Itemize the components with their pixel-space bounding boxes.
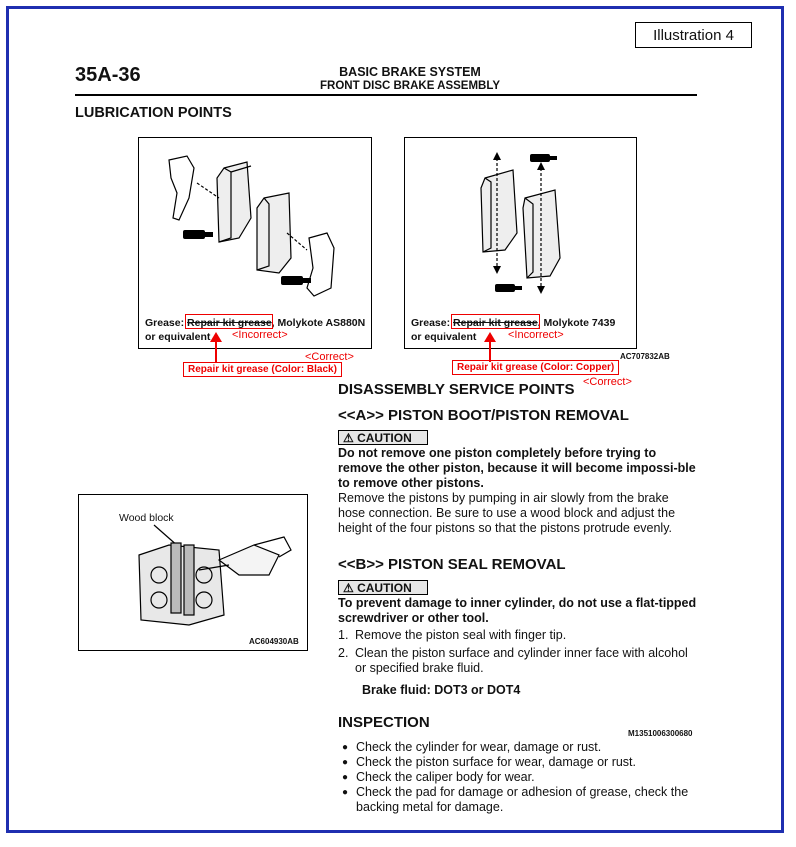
step-1-number: 1. (338, 628, 349, 642)
inspection-title: INSPECTION (338, 714, 430, 731)
grease-highlight-right (451, 314, 540, 329)
inspection-item: ● Check the caliper body for wear. (342, 770, 702, 785)
figure-code-right: AC707832AB (620, 352, 670, 361)
page-number: 35A-36 (75, 64, 141, 86)
grease-equivalent-left: or equivalent (145, 331, 211, 343)
incorrect-label-left: <Incorrect> (232, 329, 288, 341)
grease-highlight-left (185, 314, 273, 329)
repair-kit-label-right: Repair kit grease (Color: Copper) (452, 360, 620, 375)
grease-rest-right: , Molykote 7439 (537, 317, 616, 329)
caution-badge-a: ⚠ CAUTION (338, 430, 428, 445)
warning-triangle-icon: ⚠ (343, 431, 358, 445)
bullet-icon: ● (342, 742, 349, 753)
grease-equivalent-right: or equivalent (411, 331, 477, 343)
brake-pad-drawing-left (168, 155, 335, 297)
step-1: 1. Remove the piston seal with finger ti… (338, 628, 698, 643)
bullet-icon: ● (342, 772, 349, 783)
section-a-body: Remove the pistons by pumping in air slo… (338, 491, 676, 535)
step-2-number: 2. (338, 646, 349, 660)
caliper-drawing (138, 524, 292, 626)
repair-kit-label-left: Repair kit grease (Color: Black) (183, 362, 342, 377)
correct-label-left: <Correct> (305, 351, 354, 363)
lubrication-title: LUBRICATION POINTS (75, 105, 232, 121)
caution-label-b: CAUTION (357, 581, 412, 595)
inspection-code: M1351006300680 (628, 729, 693, 738)
lubrication-figure-left: Grease: Repair kit grease, Molykote AS88… (138, 137, 372, 349)
section-a-warning: Do not remove one piston completely befo… (338, 446, 696, 490)
grease-struck-right: Repair kit grease (453, 317, 538, 329)
wood-block-figure: Wood block AC604930AB (78, 494, 308, 651)
caution-badge-b: ⚠ CAUTION (338, 580, 428, 595)
figure-code-bottom: AC604930AB (249, 637, 299, 646)
arrow-up-left (210, 332, 222, 362)
grease-prefix-right: Grease: (411, 317, 454, 329)
inspection-item-text: Check the caliper body for wear. (356, 770, 535, 784)
section-a-title: <<A>> PISTON BOOT/PISTON REMOVAL (338, 407, 629, 424)
incorrect-label-right: <Incorrect> (508, 329, 564, 341)
header-title: BASIC BRAKE SYSTEM (339, 65, 481, 79)
step-1-text: Remove the piston seal with finger tip. (355, 628, 567, 642)
correct-label-right: <Correct> (583, 376, 632, 388)
wood-block-label: Wood block (119, 512, 174, 524)
inspection-item: ● Check the pad for damage or adhesion of… (342, 785, 702, 815)
inspection-item: ● Check the piston surface for wear, dama… (342, 755, 702, 770)
inspection-item-text: Check the piston surface for wear, damag… (356, 755, 636, 769)
bullet-icon: ● (342, 787, 349, 798)
arrow-up-right (484, 332, 496, 362)
brake-fluid-spec: Brake fluid: DOT3 or DOT4 (362, 683, 521, 697)
grease-struck-left: Repair kit grease (187, 317, 272, 329)
bullet-icon: ● (342, 757, 349, 768)
grease-rest-left: , Molykote AS880N (271, 317, 366, 329)
disassembly-title: DISASSEMBLY SERVICE POINTS (338, 381, 575, 398)
section-b-warning: To prevent damage to inner cylinder, do … (338, 596, 697, 625)
warning-triangle-icon: ⚠ (343, 581, 358, 595)
inspection-item-text: Check the pad for damage or adhesion of … (356, 785, 689, 814)
caution-label-a: CAUTION (357, 431, 412, 445)
header-rule (75, 94, 697, 96)
brake-pad-drawing-right (480, 152, 561, 294)
page-frame (6, 6, 784, 833)
inspection-item: ● Check the cylinder for wear, damage or … (342, 740, 702, 755)
illustration-label: Illustration 4 (635, 22, 752, 48)
grease-prefix-left: Grease: (145, 317, 188, 329)
step-2-text: Clean the piston surface and cylinder in… (355, 646, 688, 675)
section-b-title: <<B>> PISTON SEAL REMOVAL (338, 556, 566, 573)
header-subtitle: FRONT DISC BRAKE ASSEMBLY (320, 80, 500, 92)
inspection-item-text: Check the cylinder for wear, damage or r… (356, 740, 602, 754)
step-2: 2. Clean the piston surface and cylinder… (338, 646, 698, 676)
lubrication-figure-right: Grease: Repair kit grease, Molykote 7439… (404, 137, 637, 349)
